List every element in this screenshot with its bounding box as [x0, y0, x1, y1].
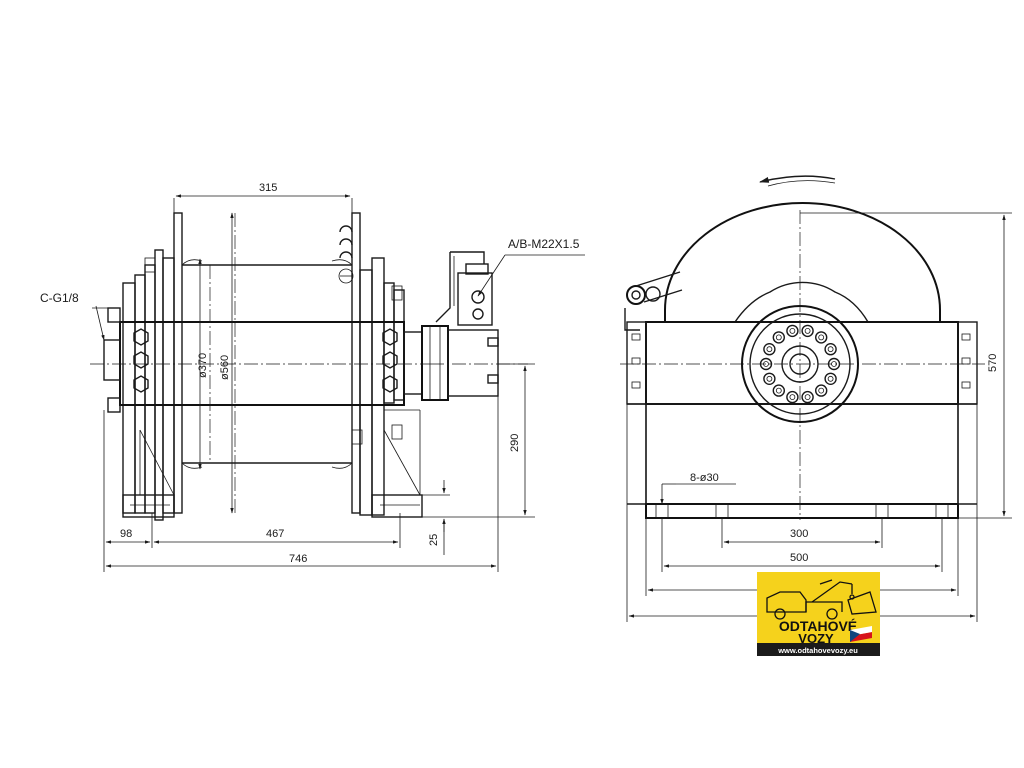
- flange-bolt: [815, 331, 828, 344]
- flag-icon: [850, 626, 872, 642]
- flange-bolt: [772, 384, 785, 397]
- flange-bolt: [801, 324, 814, 338]
- dim-98: 98: [120, 528, 132, 540]
- front-view: [620, 175, 985, 520]
- flange-bolt-core: [804, 394, 811, 401]
- left-drum-flange: [173, 212, 183, 514]
- left-foot: [122, 494, 175, 518]
- flange-bolt: [815, 384, 828, 397]
- dim-290: 290: [509, 434, 521, 452]
- dim-746: 746: [289, 553, 307, 565]
- dim-25: 25: [428, 534, 440, 546]
- flange-bolt-core: [827, 375, 834, 382]
- odtahove-vozy-logo: ODTAHOVÉ VOZY www.odtahovevozy.eu: [757, 572, 880, 656]
- front-view-dimensions: [626, 212, 1012, 622]
- flange-bolt-core: [775, 334, 782, 341]
- right-side-plate: [359, 269, 373, 516]
- flange-bolt-core: [818, 334, 825, 341]
- left-side-plate: [122, 282, 136, 514]
- flange-bolt-core: [789, 327, 796, 334]
- logo-url: www.odtahovevozy.eu: [777, 646, 858, 655]
- front-base: [645, 503, 959, 519]
- flange-bolt: [763, 372, 776, 385]
- dim-467: 467: [266, 528, 284, 540]
- port-c-label: C-G1/8: [40, 291, 79, 305]
- flange-bolt-core: [766, 346, 773, 353]
- cable-roller: [624, 271, 683, 331]
- left-shaft-end: [103, 339, 121, 381]
- dim-570: 570: [987, 354, 999, 372]
- logo-line2: VOZY: [798, 631, 834, 646]
- flange-bolt-core: [789, 394, 796, 401]
- flange-bolt: [763, 343, 776, 356]
- logo-line1: ODTAHOVÉ: [779, 618, 857, 634]
- dim-315: 315: [259, 182, 277, 194]
- tow-truck-icon: [766, 579, 877, 620]
- port-ab-label: A/B-M22X1.5: [508, 237, 580, 251]
- dim-300: 300: [790, 528, 808, 540]
- flange-bolt: [801, 390, 814, 404]
- rotation-arrow: [759, 175, 836, 183]
- flange-bolt: [824, 372, 837, 385]
- hydraulic-motor: [403, 325, 499, 401]
- valve-block: [435, 251, 493, 326]
- front-housing: [645, 321, 959, 405]
- flange-bolt: [786, 324, 799, 338]
- dim-dia-370: ø370: [197, 353, 209, 378]
- flange-bolt: [824, 343, 837, 356]
- side-view-dimensions: [103, 194, 535, 572]
- holes-label: 8-ø30: [690, 472, 719, 484]
- flange-bolt-core: [775, 387, 782, 394]
- flange-bolt-core: [766, 375, 773, 382]
- flange-bolt: [786, 390, 799, 404]
- flange-bolt-core: [827, 346, 834, 353]
- cable-coil: [338, 225, 354, 284]
- flange-bolt: [772, 331, 785, 344]
- drum-flange-outline: [664, 202, 941, 322]
- flange-bolt-core: [818, 387, 825, 394]
- right-drum-flange: [351, 212, 361, 514]
- dim-500: 500: [790, 552, 808, 564]
- right-foot: [371, 494, 423, 518]
- flange-bolt-core: [804, 327, 811, 334]
- side-view: [90, 212, 585, 521]
- dim-dia-560: ø560: [219, 355, 231, 380]
